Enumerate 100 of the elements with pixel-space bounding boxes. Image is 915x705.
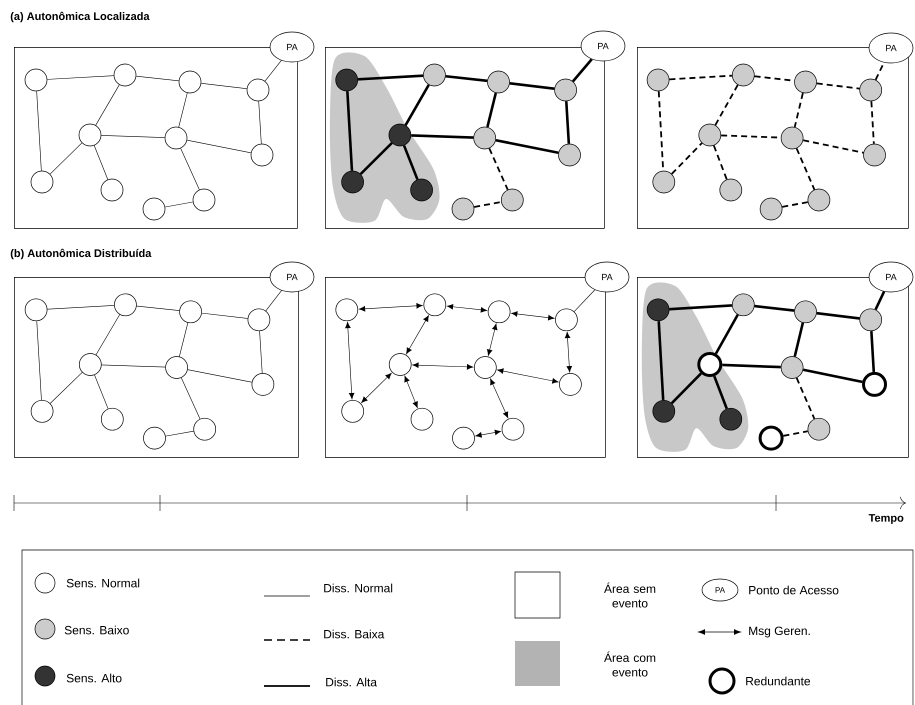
link-line xyxy=(164,202,194,208)
link-line xyxy=(754,304,794,312)
sensor-circle xyxy=(502,418,524,441)
sensor-circle xyxy=(488,300,510,324)
link-line xyxy=(874,62,885,80)
legend-label: Msg Geren. xyxy=(749,626,810,638)
sensor-circle xyxy=(558,144,581,166)
sensor-circle xyxy=(758,426,784,451)
sensor-circle xyxy=(646,298,670,322)
link-line xyxy=(794,92,804,128)
link-line xyxy=(446,74,488,82)
link-line xyxy=(783,430,808,437)
sensor-circle xyxy=(78,124,102,146)
link-line xyxy=(200,83,248,89)
sensor-circle xyxy=(341,170,364,194)
legend-label: Ponto de Acesso xyxy=(749,586,838,594)
sensor-circle xyxy=(808,188,830,212)
sensor-circle xyxy=(179,300,202,324)
sensor-circle xyxy=(252,373,274,396)
legend-label: Área com evento xyxy=(604,652,656,677)
node-label: PA xyxy=(886,44,897,52)
link-line xyxy=(47,75,114,80)
arrow xyxy=(475,430,502,438)
link-line xyxy=(264,60,282,82)
link-line xyxy=(714,314,739,354)
legend-label: Redundante xyxy=(746,676,810,686)
sensor-circle xyxy=(859,78,882,102)
link-line xyxy=(202,312,248,319)
sensor-circle xyxy=(452,426,475,450)
legend-label: Diss. Normal xyxy=(324,584,392,592)
link-line xyxy=(816,312,860,320)
link-line xyxy=(36,91,42,171)
arrow xyxy=(406,315,429,354)
link-line xyxy=(360,142,393,175)
link-line xyxy=(50,142,82,174)
sensor-circle xyxy=(719,178,742,202)
arrow xyxy=(361,372,392,403)
sensor-circle xyxy=(193,418,216,441)
sensor-circle xyxy=(474,356,497,379)
link-line xyxy=(870,101,875,144)
link-line xyxy=(101,135,165,138)
arrow xyxy=(490,378,508,418)
link-line xyxy=(346,91,354,171)
link-line xyxy=(179,322,188,357)
sensor-circle xyxy=(697,352,722,377)
legend-label: Diss. Baixa xyxy=(324,630,384,638)
link-line xyxy=(411,134,474,139)
link-line xyxy=(870,331,876,372)
link-line xyxy=(488,148,509,190)
link-line xyxy=(802,368,863,384)
link-line xyxy=(94,374,108,409)
link-line xyxy=(574,290,596,312)
sensor-circle xyxy=(732,293,755,316)
sensor-circle xyxy=(388,353,412,376)
legend-label: Sens. Baixo xyxy=(64,626,129,634)
link-line xyxy=(657,321,664,400)
link-line xyxy=(165,430,194,436)
sensor-circle xyxy=(554,78,577,102)
link-line xyxy=(713,145,728,180)
link-line xyxy=(669,74,732,80)
sensor-circle xyxy=(246,78,270,102)
link-line xyxy=(510,82,554,90)
sensor-circle xyxy=(335,298,358,322)
sensor-circle xyxy=(192,188,216,212)
sensor-circle xyxy=(862,372,887,397)
sensor-circle xyxy=(652,170,676,194)
link-line xyxy=(565,101,570,144)
link-line xyxy=(803,139,864,154)
sensor-circle xyxy=(500,188,524,212)
arrow xyxy=(404,376,418,408)
sensor-circle xyxy=(859,308,882,332)
arrow xyxy=(564,332,572,372)
arrow xyxy=(497,368,558,384)
link-line xyxy=(486,92,498,128)
legend-label: Diss. Alta xyxy=(326,678,377,686)
sensor-circle xyxy=(555,308,578,332)
sensor-circle xyxy=(143,426,166,450)
link-line xyxy=(186,140,252,154)
sensor-circle xyxy=(794,70,817,94)
sensor-circle xyxy=(165,356,188,379)
sensor-circle xyxy=(863,144,886,166)
link-line xyxy=(95,84,120,126)
panel-title: (a) Autonômica Localizada xyxy=(10,12,150,22)
link-line xyxy=(670,372,702,404)
sensor-circle xyxy=(423,293,446,316)
link-line xyxy=(669,304,732,310)
sensor-circle xyxy=(388,124,412,146)
sensor-circle xyxy=(487,70,510,94)
sensor-circle xyxy=(410,178,433,202)
link-line xyxy=(794,322,804,357)
arrow xyxy=(486,324,498,356)
arrow xyxy=(446,304,488,313)
link-line xyxy=(187,369,252,383)
sensor-circle xyxy=(652,400,676,423)
sensor-circle xyxy=(100,178,124,202)
link-line xyxy=(101,364,166,368)
sensor-circle xyxy=(646,68,670,92)
sensor-circle xyxy=(794,300,817,324)
sensor-circle xyxy=(780,126,804,150)
sensor-circle xyxy=(24,298,48,322)
